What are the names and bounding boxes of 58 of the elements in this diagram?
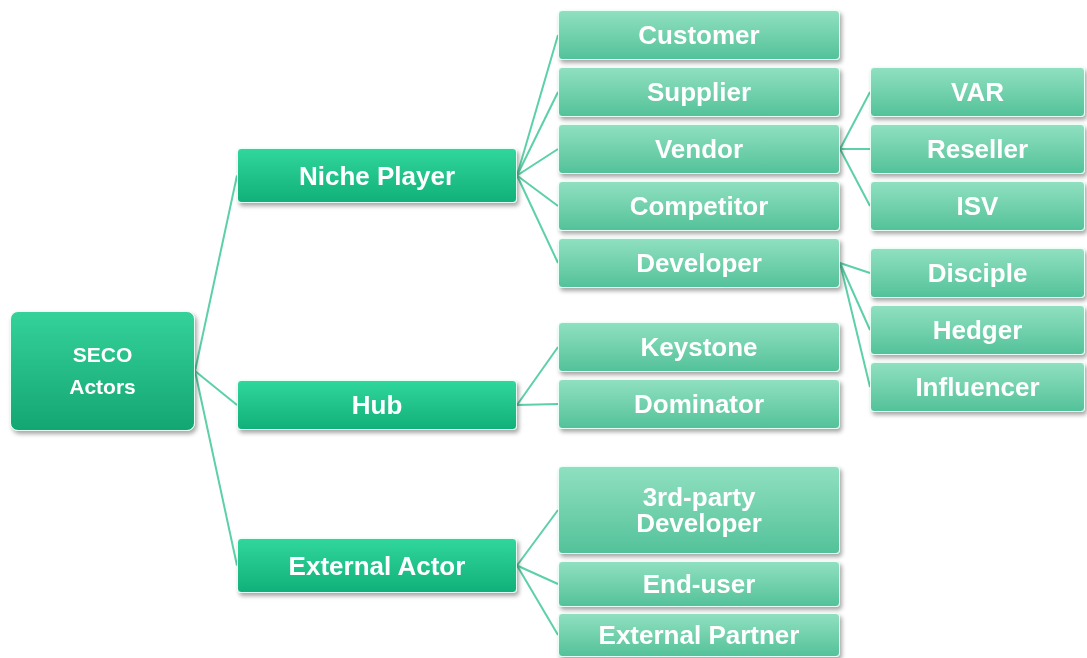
connector-line: [516, 564, 559, 585]
category-box: [558, 322, 840, 372]
box-label: Supplier: [647, 79, 751, 105]
category-box: [10, 311, 195, 431]
box-label: Disciple: [927, 260, 1028, 286]
box-label: Keystone: [640, 334, 758, 360]
connector-line: [516, 174, 559, 264]
box-label: Reseller: [926, 136, 1029, 162]
connector-line: [516, 564, 559, 636]
category-box: [558, 238, 840, 288]
box-label: Influencer: [915, 374, 1040, 400]
box-label: Hub: [351, 392, 403, 418]
category-box: [870, 305, 1085, 355]
category-box: [558, 67, 840, 117]
connector-line: [194, 174, 238, 372]
box-label: External Partner: [598, 622, 800, 648]
category-box: [558, 124, 840, 174]
category-box: [237, 148, 517, 203]
connector-line: [839, 148, 871, 150]
box-label: Dominator: [634, 391, 764, 417]
category-box: [558, 561, 840, 607]
connector-line: [516, 403, 559, 406]
connector-line: [839, 91, 871, 150]
box-label: End-user: [642, 571, 756, 597]
box-label: SECO Actors: [68, 342, 137, 400]
box-label: Niche Player: [298, 162, 456, 189]
box-label: Competitor: [629, 193, 769, 219]
category-box: [558, 181, 840, 231]
category-box: [558, 613, 840, 657]
box-label: Vendor: [654, 136, 744, 162]
box-label: VAR: [951, 79, 1004, 105]
box-label: External Actor: [288, 552, 466, 579]
connector-line: [194, 370, 238, 567]
category-box: [870, 67, 1085, 117]
connector-line: [839, 262, 871, 331]
category-box: [237, 380, 517, 430]
connector-line: [839, 148, 871, 207]
connector-line: [516, 346, 559, 406]
category-box: [870, 362, 1085, 412]
connector-line: [516, 91, 559, 177]
box-label: 3rd-party Developer: [635, 484, 763, 536]
category-box: [558, 10, 840, 60]
connector-line: [516, 509, 559, 567]
connector-line: [516, 174, 559, 207]
category-box: [558, 466, 840, 554]
connector-line: [839, 262, 871, 388]
box-label: Hedger: [932, 317, 1023, 343]
category-box: [558, 379, 840, 429]
connector-line: [194, 370, 238, 406]
box-label: ISV: [956, 193, 999, 219]
category-box: [870, 248, 1085, 298]
connector-line: [516, 148, 559, 177]
category-box: [870, 124, 1085, 174]
box-label: Developer: [636, 250, 762, 276]
box-label: Customer: [638, 22, 760, 48]
category-box: [237, 538, 517, 593]
connector-line: [839, 262, 871, 274]
category-box: [870, 181, 1085, 231]
